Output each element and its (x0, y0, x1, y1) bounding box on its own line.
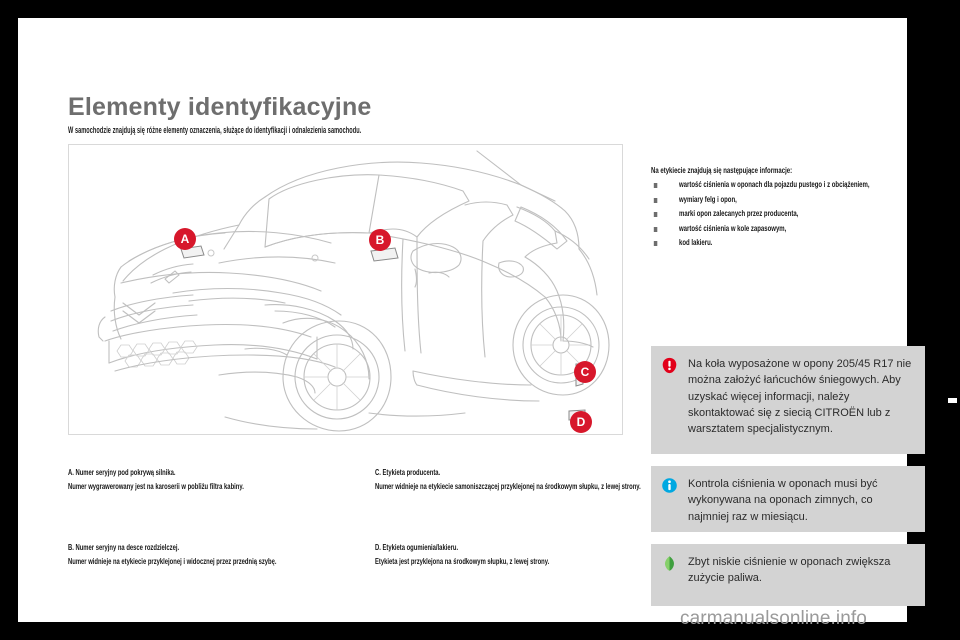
label-info-list: wartość ciśnienia w oponach dla pojazdu … (651, 177, 925, 250)
list-item: marki opon zalecanych przez producenta, (651, 206, 925, 221)
marker-a: A (174, 228, 196, 250)
marker-c: C (574, 361, 596, 383)
marker-a-label: A (180, 232, 190, 246)
page-edge-tick (948, 398, 957, 403)
vehicle-diagram: A B C D (68, 144, 623, 435)
callout-warning: Na koła wyposażone w opony 205/45 R17 ni… (651, 346, 925, 454)
marker-d: D (570, 411, 592, 433)
caption-d-heading: D. Etykieta ogumienia/lakieru. (375, 542, 459, 552)
list-item: wartość ciśnienia w kole zapasowym, (651, 221, 925, 236)
caption-d-body: Etykieta jest przyklejona na środkowym s… (375, 556, 550, 566)
list-item: wymiary felg i opon, (651, 192, 925, 207)
callout-eco: Zbyt niskie ciśnienie w oponach zwiększa… (651, 544, 925, 606)
caption-c-heading: C. Etykieta producenta. (375, 467, 441, 477)
car-line-art (97, 150, 610, 432)
caption-b: B. Numer seryjny na desce rozdzielczej. … (68, 540, 341, 568)
callout-info: Kontrola ciśnienia w oponach musi być wy… (651, 466, 925, 532)
right-column: Na etykiecie znajdują się następujące in… (651, 163, 925, 250)
plate-b (370, 247, 399, 262)
callout-info-text: Kontrola ciśnienia w oponach musi być wy… (688, 478, 878, 523)
marker-c-label: C (580, 365, 590, 379)
page-subtitle: W samochodzie znajdują się różne element… (68, 125, 362, 135)
eco-leaf-icon (661, 554, 679, 596)
callout-eco-text: Zbyt niskie ciśnienie w oponach zwiększa… (688, 556, 891, 585)
caption-a: A. Numer seryjny pod pokrywą silnika. Nu… (68, 465, 341, 493)
warning-exclamation-icon (661, 356, 679, 444)
caption-a-body: Numer wygrawerowany jest na karoserii w … (68, 481, 244, 491)
caption-c: C. Etykieta producenta. Numer widnieje n… (375, 465, 648, 493)
marker-d-label: D (576, 415, 586, 429)
caption-b-body: Numer widnieje na etykiecie przyklejonej… (68, 556, 277, 566)
caption-b-heading: B. Numer seryjny na desce rozdzielczej. (68, 542, 180, 552)
marker-b: B (369, 229, 391, 251)
caption-d: D. Etykieta ogumienia/lakieru. Etykieta … (375, 540, 648, 568)
marker-b-label: B (375, 233, 385, 247)
caption-a-heading: A. Numer seryjny pod pokrywą silnika. (68, 467, 176, 477)
caption-c-body: Numer widnieje na etykiecie samoniszcząc… (375, 481, 641, 491)
site-watermark: carmanualsonline.info (680, 608, 867, 629)
information-circle-icon (661, 476, 679, 522)
manual-page: Elementy identyfikacyjne W samochodzie z… (18, 18, 925, 622)
page-title: Elementy identyfikacyjne (68, 93, 372, 121)
list-item: wartość ciśnienia w oponach dla pojazdu … (651, 177, 925, 192)
list-item: kod lakieru. (651, 235, 925, 250)
label-info-lead: Na etykiecie znajdują się następujące in… (651, 165, 793, 175)
callout-warning-text: Na koła wyposażone w opony 205/45 R17 ni… (688, 358, 912, 436)
